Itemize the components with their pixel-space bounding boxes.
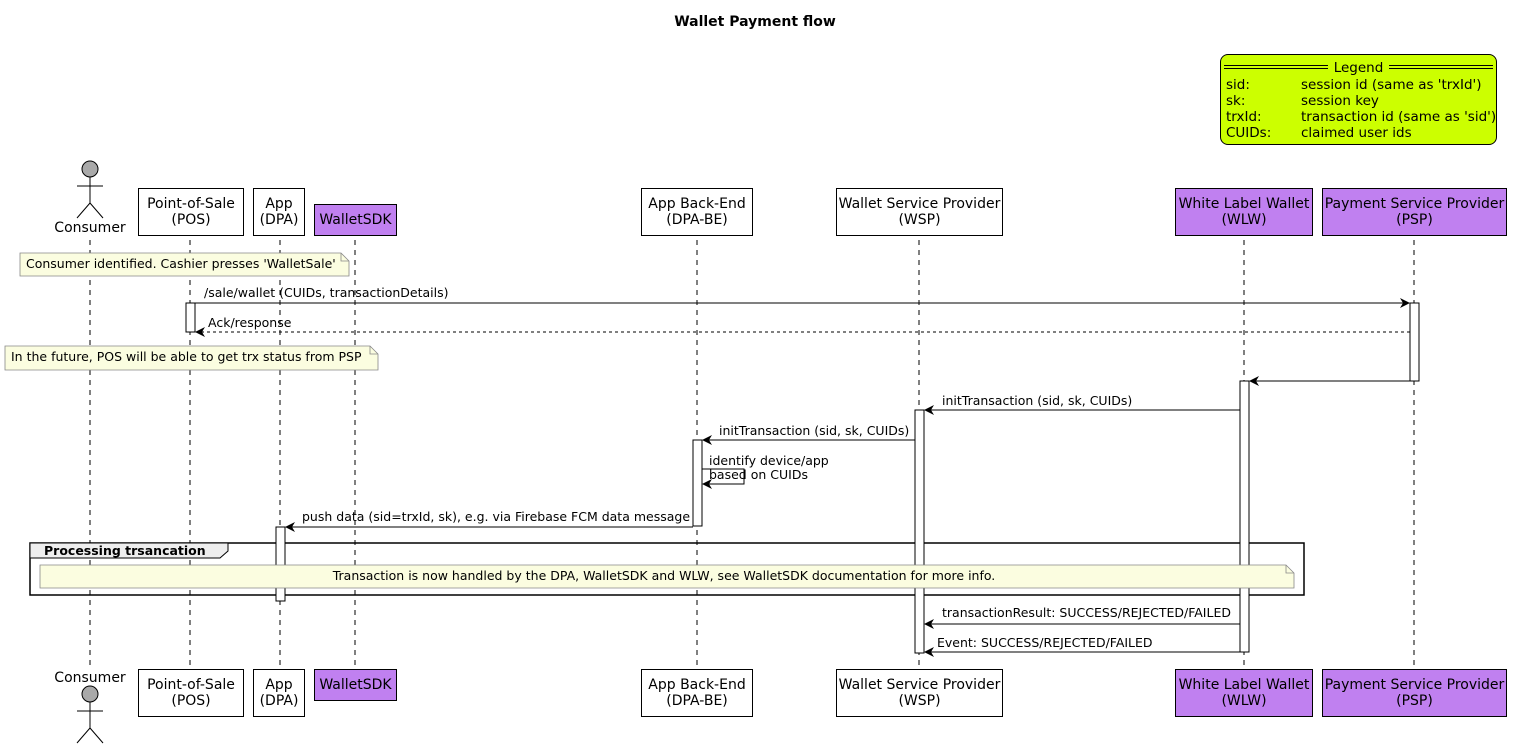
participant-name: Payment Service Provider bbox=[1324, 196, 1505, 212]
consumer-actor-bottom bbox=[76, 685, 104, 744]
participant-dpa-bottom: App (DPA) bbox=[253, 669, 305, 717]
legend-key: trxId: bbox=[1226, 109, 1262, 125]
legend-key: sk: bbox=[1226, 93, 1246, 109]
legend-value: session id (same as 'trxId') bbox=[1301, 77, 1482, 93]
participant-abbr: (DPA-BE) bbox=[666, 212, 728, 228]
message-transaction-result: transactionResult: SUCCESS/REJECTED/FAIL… bbox=[942, 605, 1231, 620]
note-future-pos: In the future, POS will be able to get t… bbox=[11, 349, 362, 364]
group-label-tab bbox=[29, 542, 229, 559]
activation-pos bbox=[185, 302, 196, 333]
message-event: Event: SUCCESS/REJECTED/FAILED bbox=[937, 635, 1153, 650]
message-init-transaction-wsp: initTransaction (sid, sk, CUIDs) bbox=[942, 393, 1133, 408]
participant-name: Wallet Service Provider bbox=[838, 196, 1001, 212]
consumer-actor-top bbox=[76, 160, 104, 219]
message-ack-response: Ack/response bbox=[208, 315, 292, 330]
participant-psp-bottom: Payment Service Provider (PSP) bbox=[1322, 669, 1507, 717]
participant-wlw-bottom: White Label Wallet (WLW) bbox=[1175, 669, 1313, 717]
participant-abbr: (POS) bbox=[171, 693, 211, 709]
participant-name: App bbox=[265, 677, 293, 693]
note-3-shape bbox=[39, 564, 1295, 589]
participant-name: App Back-End bbox=[648, 677, 746, 693]
activation-bars bbox=[185, 302, 1420, 654]
activation-dpa bbox=[275, 526, 286, 602]
note-2-fold bbox=[369, 346, 378, 355]
legend-value: session key bbox=[1301, 93, 1379, 109]
legend-key: CUIDs: bbox=[1226, 125, 1272, 141]
participant-name: Payment Service Provider bbox=[1324, 677, 1505, 693]
participant-consumer-top: Consumer bbox=[54, 220, 126, 236]
legend-box: Legend sid: session id (same as 'trxId')… bbox=[1220, 54, 1497, 145]
participant-name: Wallet Service Provider bbox=[838, 677, 1001, 693]
group-label: Processing trsancation bbox=[44, 543, 206, 558]
note-processing-transaction: Transaction is now handled by the DPA, W… bbox=[332, 568, 996, 583]
participant-dpabe-bottom: App Back-End (DPA-BE) bbox=[641, 669, 753, 717]
participant-walletsdk-top: WalletSDK bbox=[314, 204, 397, 236]
message-sale-wallet: /sale/wallet (CUIDs, transactionDetails) bbox=[204, 285, 449, 300]
message-push-data: push data (sid=trxId, sk), e.g. via Fire… bbox=[302, 509, 691, 524]
participant-abbr: (WSP) bbox=[898, 693, 941, 709]
participant-abbr: (PSP) bbox=[1396, 693, 1433, 709]
legend-title: Legend bbox=[1329, 60, 1388, 76]
participant-dpa-top: App (DPA) bbox=[253, 188, 305, 236]
note-shapes bbox=[4, 252, 1295, 589]
diagram-title: Wallet Payment flow bbox=[674, 14, 836, 30]
activation-psp bbox=[1409, 302, 1420, 382]
message-arrows bbox=[195, 298, 1410, 657]
legend-divider bbox=[1224, 65, 1328, 69]
note-consumer-identified: Consumer identified. Cashier presses 'Wa… bbox=[26, 256, 336, 271]
participant-name: Point-of-Sale bbox=[147, 677, 235, 693]
group-frame bbox=[29, 542, 1305, 596]
note-2-shape bbox=[4, 345, 379, 371]
participant-abbr: (DPA) bbox=[259, 693, 299, 709]
participant-abbr: (PSP) bbox=[1396, 212, 1433, 228]
legend-header: Legend bbox=[1221, 60, 1496, 76]
legend-value: transaction id (same as 'sid') bbox=[1301, 109, 1497, 125]
participant-abbr: (WLW) bbox=[1221, 693, 1267, 709]
participant-pos-bottom: Point-of-Sale (POS) bbox=[138, 669, 244, 717]
legend-key: sid: bbox=[1226, 77, 1250, 93]
participant-psp-top: Payment Service Provider (PSP) bbox=[1322, 188, 1507, 236]
participant-name: WalletSDK bbox=[319, 677, 392, 693]
arrow-self-identify bbox=[702, 468, 745, 489]
participant-walletsdk-bottom: WalletSDK bbox=[314, 669, 397, 701]
participant-abbr: (DPA) bbox=[259, 212, 299, 228]
participant-name: Point-of-Sale bbox=[147, 196, 235, 212]
participant-consumer-bottom: Consumer bbox=[54, 670, 126, 686]
participant-abbr: (WSP) bbox=[898, 212, 941, 228]
participant-name: App bbox=[265, 196, 293, 212]
legend-value: claimed user ids bbox=[1301, 125, 1412, 141]
note-1-fold bbox=[340, 253, 349, 262]
participant-name: App Back-End bbox=[648, 196, 746, 212]
participant-dpabe-top: App Back-End (DPA-BE) bbox=[641, 188, 753, 236]
participant-abbr: (WLW) bbox=[1221, 212, 1267, 228]
participant-wsp-bottom: Wallet Service Provider (WSP) bbox=[836, 669, 1003, 717]
message-init-transaction-dpabe: initTransaction (sid, sk, CUIDs) bbox=[719, 423, 910, 438]
actor-head-icon bbox=[81, 685, 99, 703]
participant-pos-top: Point-of-Sale (POS) bbox=[138, 188, 244, 236]
message-identify-line2: based on CUIDs bbox=[709, 467, 808, 482]
participant-name: White Label Wallet bbox=[1178, 196, 1310, 212]
participant-name: White Label Wallet bbox=[1178, 677, 1310, 693]
legend-divider bbox=[1389, 65, 1493, 69]
activation-wlw bbox=[1239, 380, 1250, 653]
note-3-fold bbox=[1285, 565, 1294, 574]
activation-dpabe bbox=[692, 439, 703, 527]
message-identify-line1: identify device/app bbox=[709, 453, 829, 468]
participant-name: WalletSDK bbox=[319, 212, 392, 228]
participant-wlw-top: White Label Wallet (WLW) bbox=[1175, 188, 1313, 236]
participant-abbr: (POS) bbox=[171, 212, 211, 228]
activation-wsp bbox=[914, 409, 925, 654]
note-1-shape bbox=[19, 252, 350, 277]
participant-abbr: (DPA-BE) bbox=[666, 693, 728, 709]
actor-head-icon bbox=[81, 160, 99, 178]
participant-wsp-top: Wallet Service Provider (WSP) bbox=[836, 188, 1003, 236]
